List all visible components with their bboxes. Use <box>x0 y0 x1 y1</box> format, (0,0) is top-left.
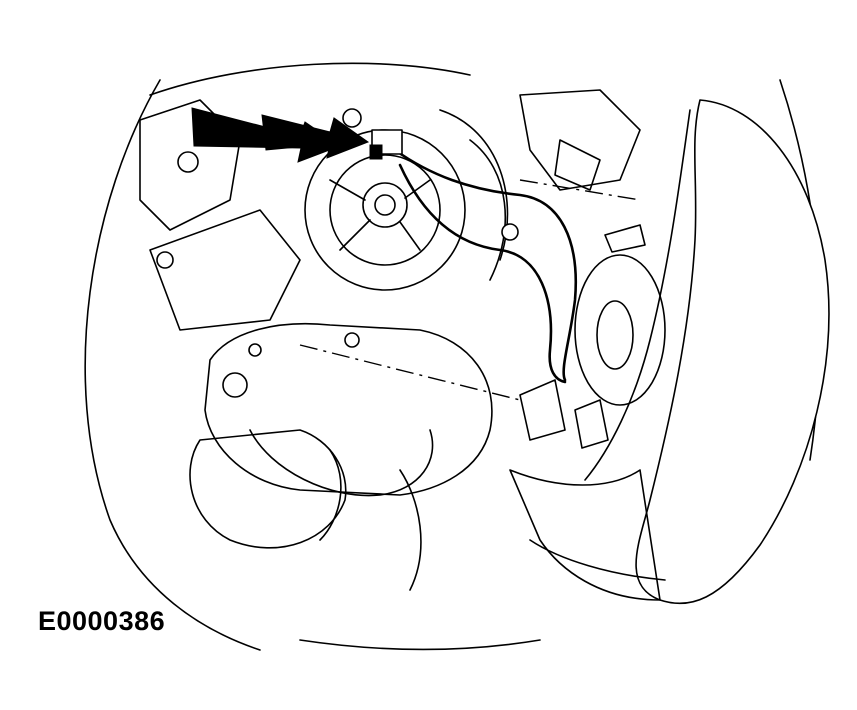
airbag-module-inner-edge <box>584 109 691 481</box>
wheel-rim-bottom-arc <box>299 639 541 651</box>
bolt-top-2 <box>501 223 519 241</box>
spoke-pin <box>248 343 262 357</box>
mounting-clip-right <box>574 399 609 449</box>
wheel-rim-left-arc <box>84 79 261 651</box>
lower-spoke <box>204 322 493 496</box>
hub-spokes <box>329 179 431 251</box>
hub-cover-arc <box>439 109 509 261</box>
horn-plate <box>574 254 666 406</box>
column-housing-lower-left <box>149 209 301 331</box>
clockspring-inner-ring <box>329 154 441 266</box>
wiring-harness-lower <box>398 163 567 384</box>
bolt-left-lower <box>156 251 174 269</box>
horn-plate-center <box>596 300 634 370</box>
right-spoke-bracket <box>554 139 601 191</box>
airbag-module-backplate <box>509 469 661 601</box>
column-housing-left <box>139 99 241 231</box>
hub-cover-arc-2 <box>469 139 507 281</box>
mounting-clip-lower <box>519 379 566 441</box>
bolt-lower-hub <box>344 332 360 348</box>
airbag-module-cover <box>635 99 830 605</box>
mounting-clip-upper <box>604 224 646 253</box>
lower-grip-inner <box>249 429 434 497</box>
module-flange <box>529 539 666 581</box>
lower-grip-right <box>399 469 422 591</box>
alignment-line-upper <box>519 179 641 201</box>
bolt-left-upper <box>177 151 199 173</box>
wheel-rim-top-arc <box>149 62 471 96</box>
lower-grip-center <box>319 449 342 541</box>
hub-bore <box>374 194 396 216</box>
pointer-arrow-right <box>261 114 370 159</box>
right-spoke-upper <box>519 89 641 191</box>
alignment-line-lower <box>299 344 561 411</box>
bolt-top-1 <box>342 108 362 128</box>
lower-grip-left <box>189 429 347 549</box>
figure-id-label: E0000386 <box>38 606 166 636</box>
connector-latch <box>369 144 383 160</box>
spoke-bolt <box>222 372 248 398</box>
wiring-harness-upper <box>393 148 578 382</box>
